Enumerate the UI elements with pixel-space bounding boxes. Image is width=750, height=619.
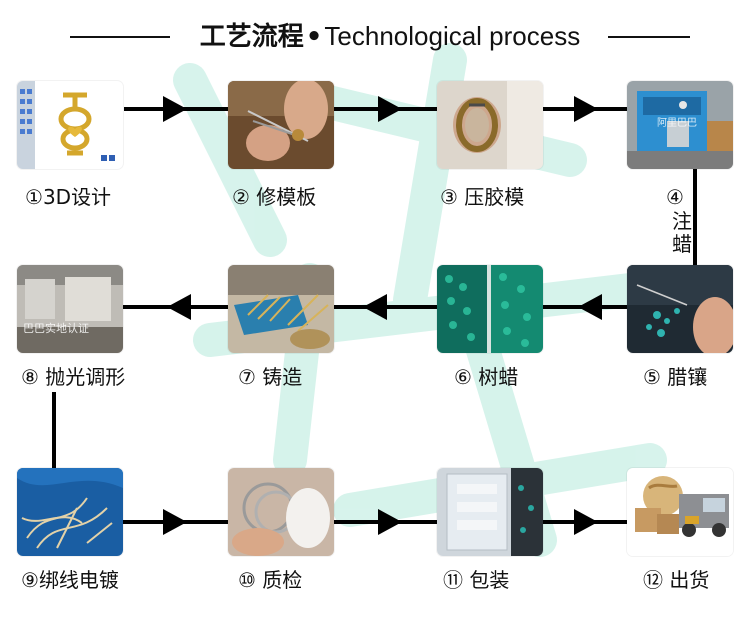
step-11-caption: ⑪ 包装 xyxy=(443,566,509,594)
title-rule-left xyxy=(70,36,170,38)
step-4-number: ④ xyxy=(666,185,684,209)
step-3-image xyxy=(437,81,543,169)
step-5-caption: ⑤ 腊镶 xyxy=(643,363,707,391)
step-7-label: 铸造 xyxy=(262,365,303,389)
header: 工艺流程•Technological process xyxy=(0,14,750,58)
step-4-label: 注蜡 xyxy=(672,209,692,256)
arrow-left-3 xyxy=(167,294,191,320)
step-9-label: 绑线电镀 xyxy=(38,568,119,592)
arrow-right-4 xyxy=(163,509,187,535)
step-10-label: 质检 xyxy=(262,568,303,592)
step-4-caption-label: 注蜡 xyxy=(670,210,694,256)
step-1-image xyxy=(17,81,123,169)
step-8-caption: ⑧ 抛光调形 xyxy=(21,363,125,391)
arrow-left-2 xyxy=(363,294,387,320)
arrow-right-6 xyxy=(574,509,598,535)
step-10-number: ⑩ xyxy=(238,568,256,592)
step-2-label: 修模板 xyxy=(256,185,317,209)
step-11-label: 包装 xyxy=(469,568,510,592)
step-4-image: 阿里巴巴 xyxy=(627,81,733,169)
step-8-label: 抛光调形 xyxy=(45,365,126,389)
step-10-caption: ⑩ 质检 xyxy=(238,566,302,594)
step-7-number: ⑦ xyxy=(238,365,256,389)
step-3-number: ③ xyxy=(440,185,458,209)
connector-down-1 xyxy=(693,168,697,268)
step-9-image xyxy=(17,468,123,556)
step-8-image: 巴巴实地认证 xyxy=(17,265,123,353)
step-11-number: ⑪ xyxy=(443,568,463,592)
step-5-label: 腊镶 xyxy=(667,365,708,389)
arrow-right-3 xyxy=(574,96,598,122)
step-11-image xyxy=(437,468,543,556)
step-6-number: ⑥ xyxy=(454,365,472,389)
step-1-label: 3D设计 xyxy=(42,185,112,209)
title-rule-right xyxy=(608,36,690,38)
step-12-number: ⑫ xyxy=(643,568,663,592)
step-12-image xyxy=(627,468,733,556)
step-2-number: ② xyxy=(232,185,250,209)
step-12-label: 出货 xyxy=(669,568,710,592)
step-10-image xyxy=(228,468,334,556)
arrow-right-5 xyxy=(378,509,402,535)
page-title: 工艺流程•Technological process xyxy=(175,18,605,54)
step-2-caption: ② 修模板 xyxy=(232,183,316,211)
step-9-number: ⑨ xyxy=(21,568,39,592)
step-7-caption: ⑦ 铸造 xyxy=(238,363,302,391)
step-6-image xyxy=(437,265,543,353)
step-4-caption-number: ④ xyxy=(666,183,684,211)
arrow-right-2 xyxy=(378,96,402,122)
step-12-caption: ⑫ 出货 xyxy=(643,566,709,594)
arrow-left-1 xyxy=(578,294,602,320)
step-8-number: ⑧ xyxy=(21,365,39,389)
arrow-right-1 xyxy=(163,96,187,122)
step-6-label: 树蜡 xyxy=(478,365,519,389)
step-9-caption: ⑨绑线电镀 xyxy=(21,566,119,594)
step-3-label: 压胶模 xyxy=(464,185,525,209)
step-6-caption: ⑥ 树蜡 xyxy=(454,363,518,391)
connector-down-2 xyxy=(52,392,56,472)
step-2-image xyxy=(228,81,334,169)
step-3-caption: ③ 压胶模 xyxy=(440,183,524,211)
title-chinese: 工艺流程 xyxy=(199,22,304,52)
title-separator: • xyxy=(305,22,323,52)
step-5-image xyxy=(627,265,733,353)
step-7-image xyxy=(228,265,334,353)
title-english: Technological process xyxy=(324,21,581,51)
step-1-caption: ①3D设计 xyxy=(25,183,111,211)
step-8-photo-watermark: 巴巴实地认证 xyxy=(23,321,89,335)
step-4-photo-watermark: 阿里巴巴 xyxy=(657,117,697,129)
step-1-number: ① xyxy=(25,185,43,209)
step-5-number: ⑤ xyxy=(643,365,661,389)
